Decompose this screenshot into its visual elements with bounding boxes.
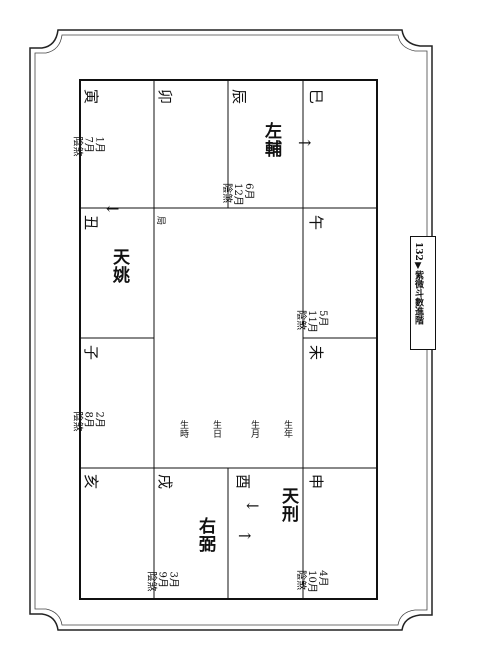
outer-border bbox=[29, 29, 433, 631]
branch-hai: 亥 bbox=[82, 473, 101, 490]
center-ju: 局 bbox=[155, 215, 166, 226]
side-tab bbox=[410, 236, 436, 350]
branch-si: 巳 bbox=[307, 88, 326, 105]
arrow-zuofu: → bbox=[298, 133, 312, 152]
branch-zi: 子 bbox=[82, 344, 101, 361]
star-youbi: 右弼 bbox=[195, 517, 215, 553]
center-line3: 生日 bbox=[211, 420, 221, 438]
side-tab-text: 132▼紫微斗數進階 bbox=[413, 242, 423, 325]
arrow-tianxing: ← bbox=[246, 496, 260, 515]
center-line2: 生月 bbox=[249, 420, 259, 438]
marker-icon: ▼ bbox=[413, 260, 423, 271]
arrow-youbi: → bbox=[238, 526, 252, 545]
note-shen: 4月 10月 陰煞 bbox=[294, 570, 328, 593]
star-tianxing: 天刑 bbox=[278, 487, 298, 523]
note-xu: 3月 9月 陰煞 bbox=[145, 571, 179, 592]
branch-xu: 戌 bbox=[156, 473, 175, 490]
center-line4: 生時 bbox=[178, 420, 188, 438]
branch-chen: 辰 bbox=[230, 88, 249, 105]
inner-border bbox=[34, 34, 428, 626]
branch-wu: 午 bbox=[307, 214, 326, 231]
note-chen: 6月 12月 陰煞 bbox=[220, 183, 254, 206]
book-title: 紫微斗數進階 bbox=[413, 270, 423, 325]
note-wu: 5月 11月 陰煞 bbox=[294, 310, 328, 333]
branch-shen: 申 bbox=[307, 473, 326, 490]
note-yin: 1月 7月 陰煞 bbox=[71, 136, 105, 157]
note-zi: 2月 8月 陰煞 bbox=[71, 411, 105, 432]
branch-you: 酉 bbox=[234, 473, 253, 490]
star-tianyao: 天姚 bbox=[109, 248, 129, 284]
branch-chou: 丑 bbox=[82, 214, 101, 231]
center-line1: 生年 bbox=[282, 420, 292, 438]
branch-yin: 寅 bbox=[82, 88, 101, 105]
star-zuofu: 左輔 bbox=[261, 122, 281, 158]
branch-wei: 未 bbox=[307, 344, 326, 361]
page-number: 132 bbox=[413, 242, 423, 261]
branch-mao: 卯 bbox=[156, 88, 175, 105]
arrow-tianyao: ← bbox=[106, 199, 120, 218]
